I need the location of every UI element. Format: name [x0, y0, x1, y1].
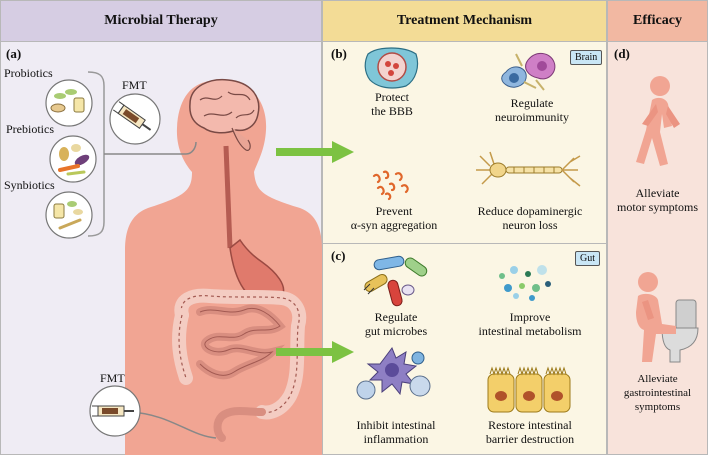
- microbes-text-line1: Regulate: [374, 310, 418, 324]
- walking-person-icon: [636, 76, 680, 166]
- intestinal-barrier-icon: [487, 366, 571, 413]
- fmt-syringe-bottom-icon: [89, 385, 141, 437]
- motor-text-line2: motor symptoms: [616, 200, 698, 214]
- barrier-text-line1: Restore intestinal: [488, 418, 572, 432]
- fmt-syringe-top-icon: [109, 93, 161, 145]
- metabolism-text-line2: intestinal metabolism: [478, 324, 582, 338]
- barrier-text-line2: barrier destruction: [485, 432, 575, 446]
- gi-text-line2: gastrointestinal: [623, 387, 692, 399]
- asyn-text-line2: α-syn aggregation: [350, 218, 438, 232]
- neuroimmune-cells-icon: [501, 53, 556, 91]
- efficacy-header: Efficacy: [607, 0, 708, 42]
- microbes-text-line2: gut microbes: [364, 324, 428, 338]
- gut-tag: Gut: [575, 251, 600, 266]
- toilet-person-icon: [636, 272, 699, 363]
- neuroimmunity-text-line2: neuroimmunity: [495, 110, 569, 124]
- blood-brain-barrier-icon: [364, 47, 419, 89]
- inflammation-text-line2: inflammation: [363, 432, 429, 446]
- dopaminergic-neuron-icon: [476, 151, 581, 187]
- dopaminergic-text-line2: neuron loss: [502, 218, 558, 232]
- probiotics-icon: [45, 79, 93, 127]
- brain-tag: Brain: [570, 50, 603, 65]
- intestinal-metabolites-icon: [499, 265, 551, 301]
- therapy-header: Microbial Therapy: [0, 0, 322, 42]
- dopaminergic-text-line1: Reduce dopaminergic: [477, 204, 583, 218]
- synbiotics-icon: [45, 191, 93, 239]
- asyn-text-line1: Prevent: [375, 204, 413, 218]
- fmt-bottom-label: FMT: [100, 371, 125, 385]
- probiotics-label: Probiotics: [4, 66, 53, 80]
- alpha-synuclein-aggregates-icon: [372, 170, 409, 201]
- gi-text-line1: Alleviate: [637, 373, 678, 385]
- arrow-to-gut-mechanisms: [276, 341, 354, 363]
- arrow-to-brain-mechanisms: [276, 141, 354, 163]
- bbb-text-line1: Protect: [375, 90, 409, 104]
- panel-label-b: (b): [331, 46, 347, 61]
- prebiotics-label: Prebiotics: [6, 122, 54, 136]
- panel-label-c: (c): [331, 248, 346, 263]
- panel-label-d: (d): [614, 46, 630, 61]
- gut-microbes-icon: [363, 255, 428, 307]
- neuroimmunity-text-line1: Regulate: [510, 96, 554, 110]
- metabolism-text-line1: Improve: [509, 310, 551, 324]
- brain-icon: [189, 78, 260, 151]
- mechanism-header: Treatment Mechanism: [322, 0, 607, 42]
- mechanism-divider: [322, 243, 607, 244]
- inflammation-text-line1: Inhibit intestinal: [356, 418, 436, 432]
- motor-text-line1: Alleviate: [635, 186, 680, 200]
- synbiotics-label: Synbiotics: [4, 178, 55, 192]
- intestine-icon: [172, 288, 307, 442]
- panel-label-a: (a): [6, 46, 22, 61]
- prebiotics-icon: [49, 135, 97, 183]
- inflammatory-cells-icon: [356, 346, 431, 400]
- fmt-top-label: FMT: [122, 78, 147, 92]
- bbb-text-line2: the BBB: [371, 104, 413, 118]
- gi-text-line3: symptoms: [634, 401, 681, 413]
- human-body-illustration: [87, 71, 322, 455]
